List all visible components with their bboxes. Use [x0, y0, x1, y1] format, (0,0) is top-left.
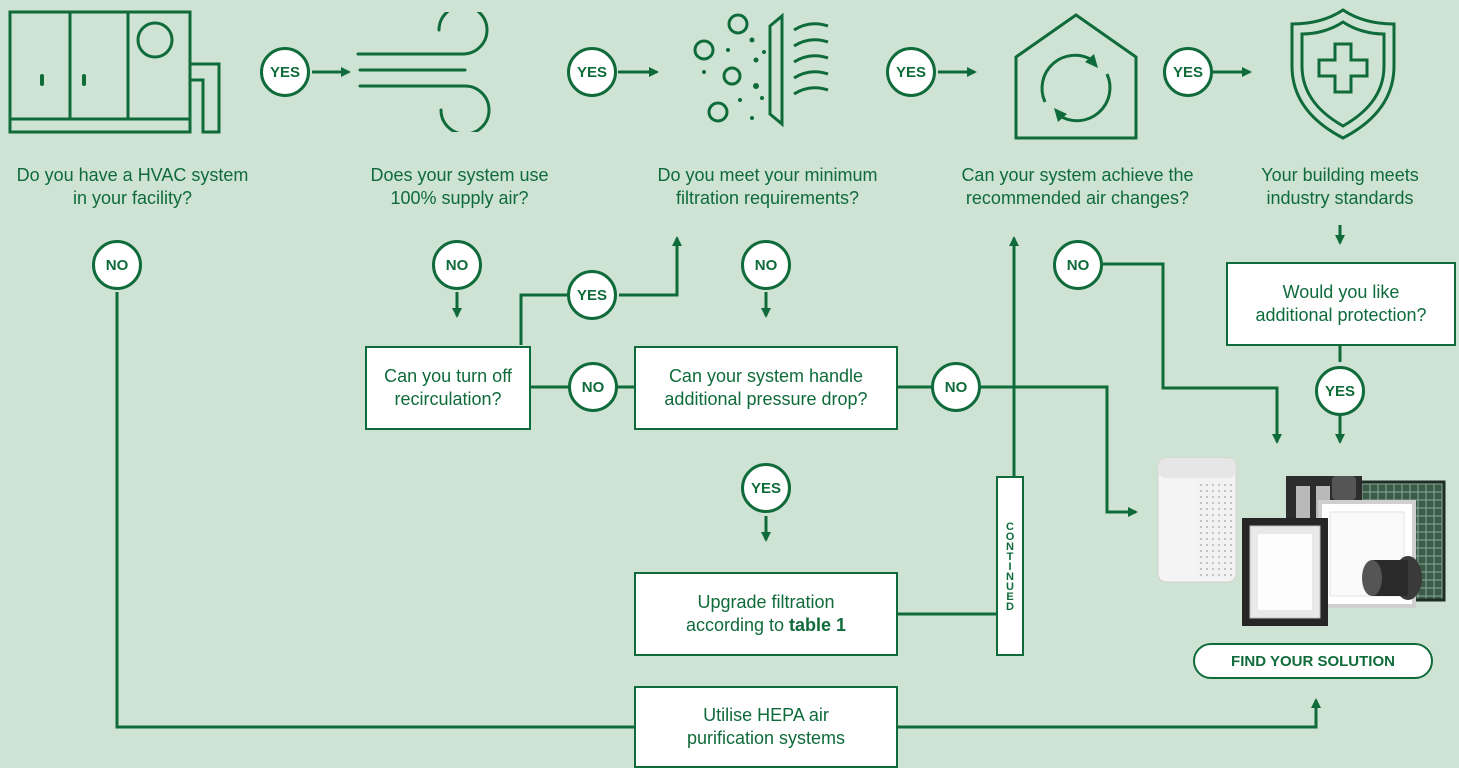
yes-badge-3: YES	[886, 47, 936, 97]
no-badge-recirculation: NO	[568, 362, 618, 412]
status-industry-standards: Your building meets industry standards	[1261, 165, 1419, 208]
box-hepa-purification: Utilise HEPA air purification systems	[634, 686, 898, 768]
no-badge-filtration: NO	[741, 240, 791, 290]
yes-badge-2: YES	[567, 47, 617, 97]
filtration-particles-icon	[693, 12, 829, 128]
hvac-unit-icon	[8, 10, 221, 134]
box-turn-off-recirculation: Can you turn off recirculation?	[365, 346, 531, 430]
question-hvac-system: Do you have a HVAC system in your facili…	[16, 165, 249, 208]
no-badge-pressure-drop: NO	[931, 362, 981, 412]
box-additional-protection: Would you like additional protection?	[1226, 262, 1456, 346]
yes-badge-4: YES	[1163, 47, 1213, 97]
no-badge-air-changes: NO	[1053, 240, 1103, 290]
find-your-solution-button[interactable]: FIND YOUR SOLUTION	[1193, 643, 1433, 679]
table-1-reference: table 1	[789, 615, 847, 635]
shield-cross-icon	[1290, 8, 1396, 140]
yes-badge-protection: YES	[1315, 366, 1365, 416]
airflow-wind-icon	[356, 12, 491, 132]
upgrade-filtration-text: Upgrade filtration according to	[685, 592, 835, 635]
continued-label: CONTINUED	[996, 476, 1024, 656]
no-badge-supply-air: NO	[432, 240, 482, 290]
box-pressure-drop: Can your system handle additional pressu…	[634, 346, 898, 430]
question-air-changes: Can your system achieve the recommended …	[961, 165, 1194, 208]
no-badge-hvac: NO	[92, 240, 142, 290]
question-filtration-requirements: Do you meet your minimum filtration requ…	[657, 165, 878, 208]
yes-badge-pressure-drop: YES	[741, 463, 791, 513]
yes-badge-1: YES	[260, 47, 310, 97]
box-upgrade-filtration: Upgrade filtration according to table 1	[634, 572, 898, 656]
home-air-change-icon	[1014, 13, 1138, 140]
yes-badge-recirculation: YES	[567, 270, 617, 320]
air-purifier-and-filters-product-image	[1157, 457, 1446, 626]
question-supply-air: Does your system use 100% supply air?	[370, 165, 549, 208]
